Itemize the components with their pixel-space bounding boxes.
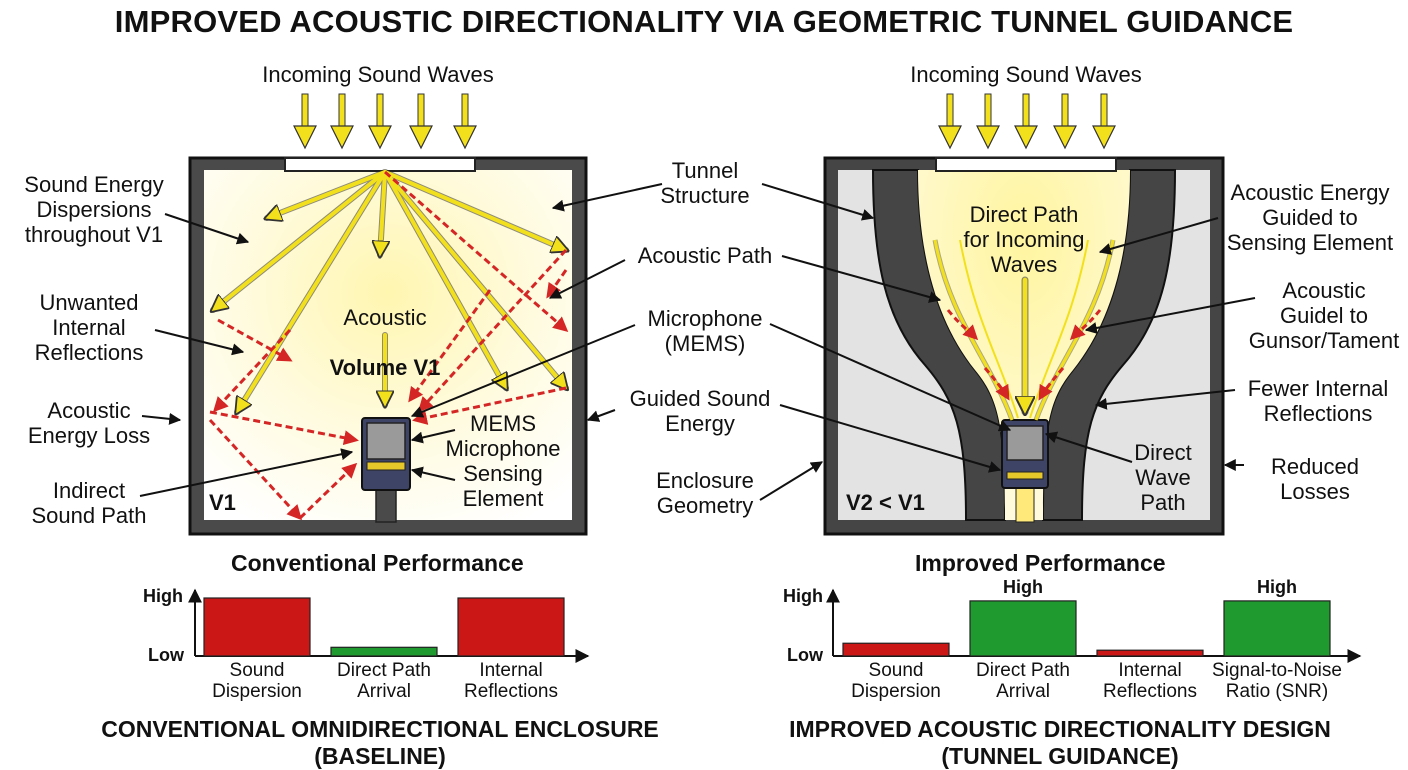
annotation-acoustic-guide: Acoustic Guidel to Gunsor/Tament [1248,278,1400,353]
acoustic-volume-line2: Volume V1 [329,355,441,380]
incoming-wave-right-arrow [1014,93,1038,150]
category-label: Sound Dispersion [212,660,302,702]
volume-tag-v1: V1 [209,490,236,515]
conventional-performance-chart [188,588,590,663]
annotation-fewer-reflections: Fewer Internal Reflections [1247,376,1389,426]
annotation-reduced-losses: Reduced Losses [1270,454,1360,504]
incoming-waves-left [293,93,477,150]
incoming-wave-right-arrow [1053,93,1077,150]
dispersion-arrows [213,169,566,412]
mems-microphone-tunnel [1001,419,1049,489]
annotation-unwanted-reflections: Unwanted Internal Reflections [34,290,144,365]
annotation-energy-loss: Acoustic Energy Loss [27,398,151,448]
incoming-wave-left-arrow [330,93,354,150]
direct-wave-path-label: Direct Wave Path [1134,440,1192,515]
bar-0 [203,597,311,657]
y-tick-high-right: High [783,586,823,606]
bar-1 [330,646,438,657]
incoming-wave-left-arrow [293,93,317,150]
callout-arrows [139,183,1256,501]
direct-path-label: Direct Path for Incoming Waves [963,202,1085,277]
improved-performance-chart [826,588,1362,663]
y-tick-low-left: Low [148,645,184,665]
category-label: Sound Dispersion [851,660,941,702]
bar-value-label: High [1257,576,1297,597]
category-label: Direct Path Arrival [337,660,431,702]
annotation-guided-energy: Guided Sound Energy [629,386,771,436]
page-title: IMPROVED ACOUSTIC DIRECTIONALITY VIA GEO… [114,4,1294,39]
tunnel-enclosure [823,156,1225,536]
category-label: Internal Reflections [1103,660,1197,702]
annotation-tunnel-structure: Tunnel Structure [660,158,750,208]
incoming-waves-right [938,93,1116,150]
acoustic-volume-line1: Acoustic [343,305,427,330]
annotation-sound-dispersion: Sound Energy Dispersions throughout V1 [24,172,164,247]
bar-value-label: High [1003,576,1043,597]
incoming-waves-label-right: Incoming Sound Waves [910,62,1142,87]
bar-1 [969,600,1077,657]
incoming-waves-label-left: Incoming Sound Waves [262,62,494,87]
mems-microphone [361,417,411,491]
category-label: Signal-to-Noise Ratio (SNR) [1212,660,1342,702]
bar-2 [457,597,565,657]
incoming-wave-left-arrow [409,93,433,150]
conventional-performance-title: Conventional Performance [231,550,524,576]
category-label: Direct Path Arrival [976,660,1070,702]
incoming-wave-right-arrow [1092,93,1116,150]
caption-conventional: CONVENTIONAL OMNIDIRECTIONAL ENCLOSURE (… [101,716,659,769]
incoming-wave-right-arrow [938,93,962,150]
annotation-microphone: Microphone (MEMS) [647,306,763,356]
acoustic-volume-v1-label: Acoustic Volume V1 [310,280,460,380]
bar-2 [1096,649,1204,657]
incoming-wave-right-arrow [976,93,1000,150]
improved-performance-title: Improved Performance [915,550,1166,576]
incoming-wave-left-arrow [453,93,477,150]
incoming-wave-left-arrow [368,93,392,150]
internal-reflections-left [208,170,569,521]
annotation-indirect-path: Indirect Sound Path [31,478,147,528]
mems-sensing-element-label: MEMS Microphone Sensing Element [445,411,561,511]
volume-tag-v2: V2 < V1 [846,490,925,515]
y-tick-low-right: Low [787,645,823,665]
caption-improved: IMPROVED ACOUSTIC DIRECTIONALITY DESIGN … [789,716,1331,769]
annotation-energy-guided: Acoustic Energy Guided to Sensing Elemen… [1226,180,1394,255]
y-tick-high-left: High [143,586,183,606]
inlet-opening [284,157,476,172]
bar-3 [1223,600,1331,657]
annotation-enclosure-geometry: Enclosure Geometry [656,468,754,518]
annotation-acoustic-path: Acoustic Path [637,243,773,268]
bar-0 [842,642,950,657]
category-label: Internal Reflections [464,660,558,702]
